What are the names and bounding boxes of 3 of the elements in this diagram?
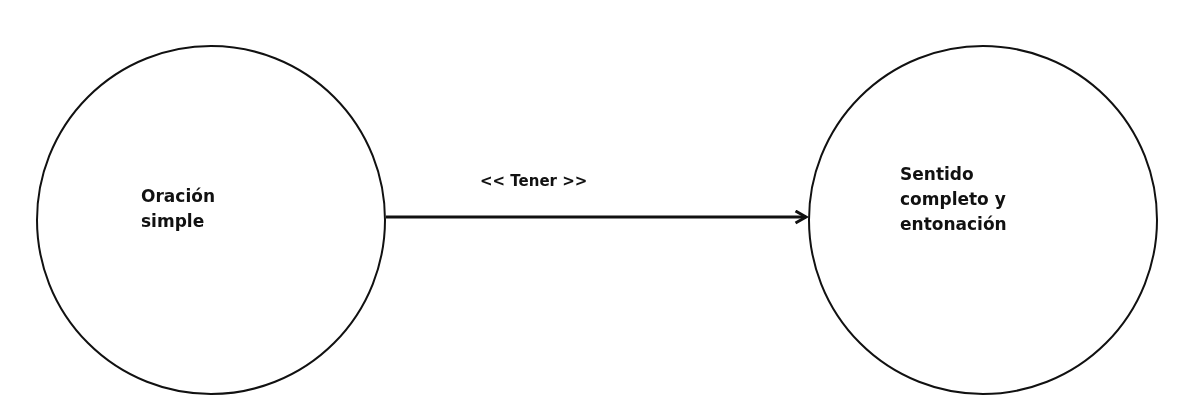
node-label: Oración simple bbox=[141, 185, 216, 233]
arrow bbox=[385, 209, 808, 225]
node-label: Sentido completo y entonación bbox=[900, 163, 1008, 236]
